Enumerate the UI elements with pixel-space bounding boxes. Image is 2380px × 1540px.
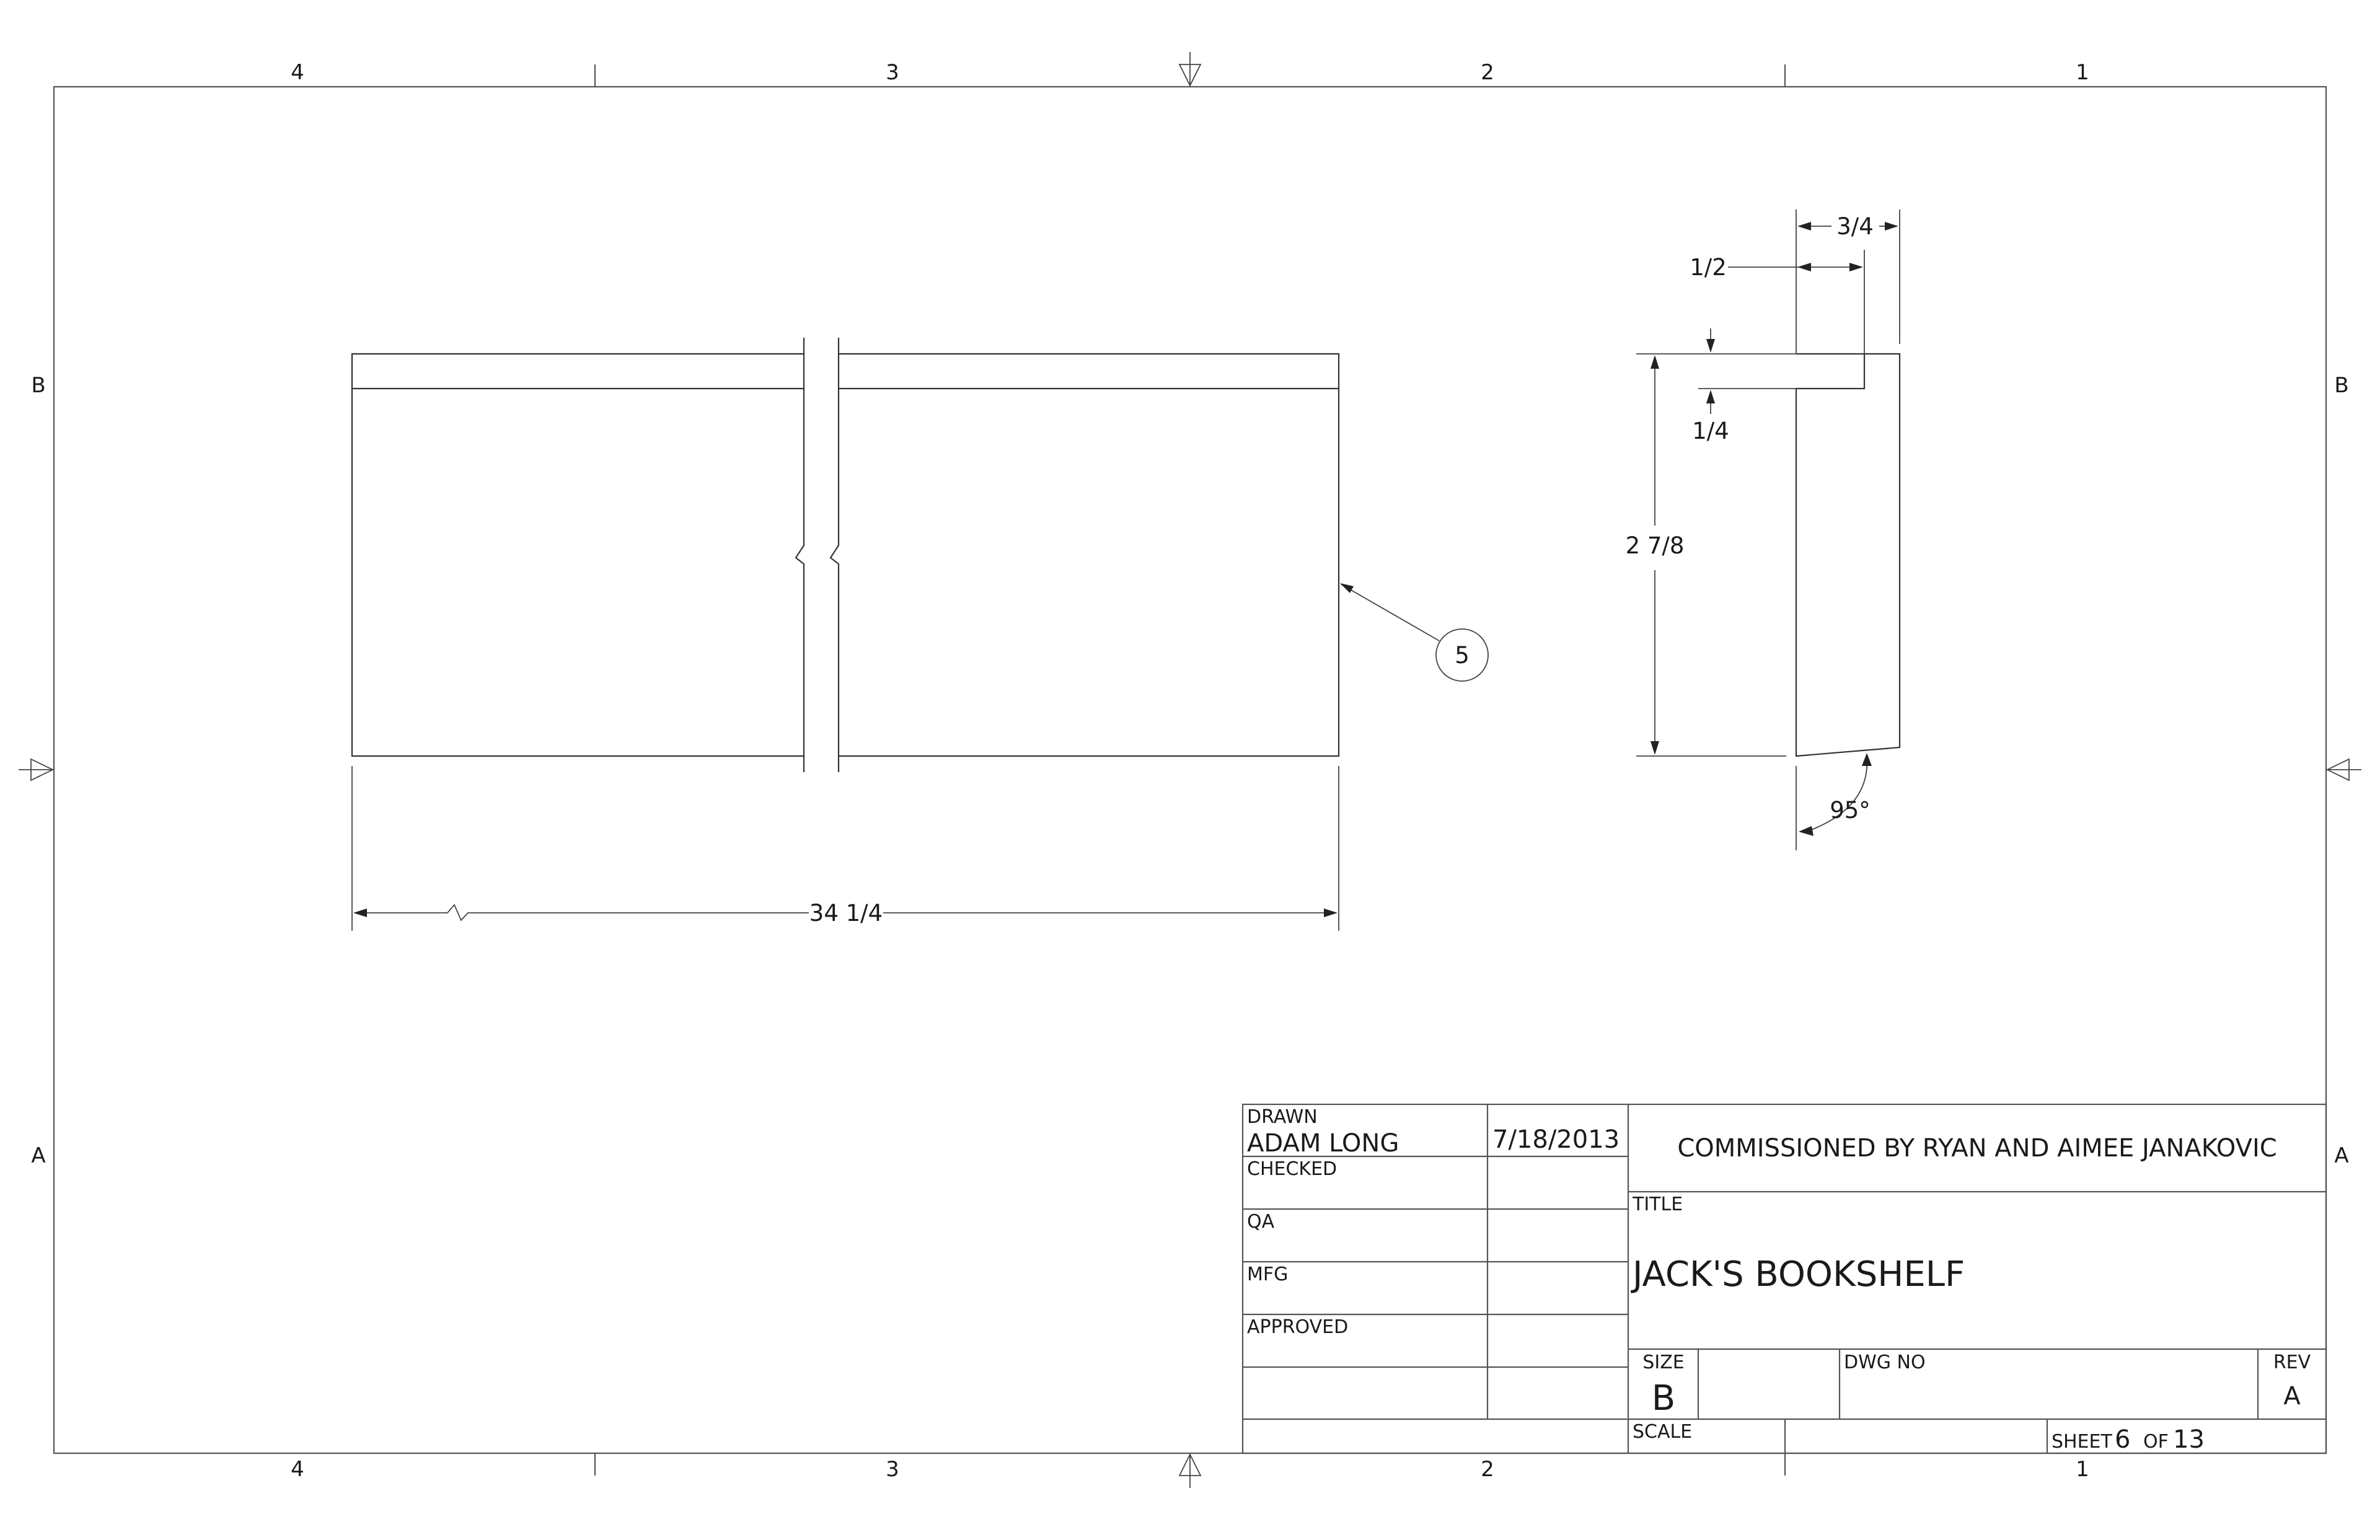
zone-label-right-b: B [2334, 373, 2348, 398]
zone-label-bottom-2: 2 [1481, 1457, 1494, 1482]
dim-groove-depth: 1/4 [1692, 418, 1729, 444]
tb-title-label: TITLE [1632, 1194, 1683, 1215]
balloon-leader [1340, 583, 1440, 641]
dim-overall-length: 34 1/4 [809, 900, 883, 926]
zone-label-left-a: A [31, 1143, 45, 1168]
groove-width-dimension [1728, 263, 1863, 271]
front-view [351, 338, 1340, 772]
dim-bevel-angle: 95° [1830, 797, 1871, 824]
zone-ticks [594, 64, 1786, 1476]
tb-rev-value: A [2283, 1382, 2301, 1410]
drawing-border [53, 86, 2327, 1454]
zone-label-top-3: 3 [886, 60, 899, 85]
tb-mfg-label: MFG [1247, 1264, 1288, 1285]
thickness-dimension [1797, 222, 1898, 231]
zone-label-right-a: A [2334, 1143, 2348, 1168]
section-extension-lines [1636, 209, 1900, 850]
tb-sheet-number: 6 [2115, 1425, 2130, 1454]
dim-height: 2 7/8 [1626, 532, 1685, 559]
tb-sheet-total: 13 [2173, 1425, 2205, 1454]
groove-depth-dimension [1706, 328, 1715, 414]
zone-label-top-2: 2 [1481, 60, 1494, 85]
zone-label-bottom-4: 4 [291, 1457, 304, 1482]
height-dimension [1651, 355, 1659, 755]
tb-drawing-title: JACK'S BOOKSHELF [1631, 1254, 1965, 1295]
tb-checked-label: CHECKED [1247, 1158, 1337, 1180]
centering-marks [19, 52, 2361, 1488]
tb-qa-label: QA [1247, 1211, 1275, 1233]
zone-label-bottom-1: 1 [2076, 1457, 2089, 1482]
length-dimension [351, 766, 1339, 931]
tb-drawn-label: DRAWN [1247, 1106, 1318, 1128]
section-view [1795, 353, 1901, 757]
bevel-angle-dimension [1799, 753, 1872, 836]
dim-groove-width: 1/2 [1690, 254, 1727, 281]
tb-size-value: B [1652, 1378, 1675, 1419]
tb-drawn-date: 7/18/2013 [1492, 1125, 1620, 1154]
tb-drawn-by: ADAM LONG [1247, 1129, 1399, 1158]
tb-rev-label: REV [2273, 1352, 2311, 1373]
tb-dwg-no-label: DWG NO [1844, 1352, 1926, 1373]
zone-label-left-b: B [31, 373, 45, 398]
zone-label-bottom-3: 3 [886, 1457, 899, 1482]
balloon-number: 5 [1455, 642, 1470, 669]
zone-label-top-4: 4 [291, 60, 304, 85]
title-block-grid [1241, 1103, 2327, 1454]
tb-scale-label: SCALE [1633, 1421, 1692, 1443]
zone-label-top-1: 1 [2076, 60, 2089, 85]
tb-approved-label: APPROVED [1247, 1316, 1348, 1338]
balloon-circle [1435, 628, 1489, 682]
tb-company-name: COMMISSIONED BY RYAN AND AIMEE JANAKOVIC [1677, 1134, 2276, 1163]
dim-thickness: 3/4 [1836, 213, 1874, 240]
tb-size-label: SIZE [1642, 1352, 1684, 1373]
tb-sheet-label: SHEET [2052, 1431, 2113, 1453]
tb-of-label: OF [2143, 1431, 2169, 1453]
